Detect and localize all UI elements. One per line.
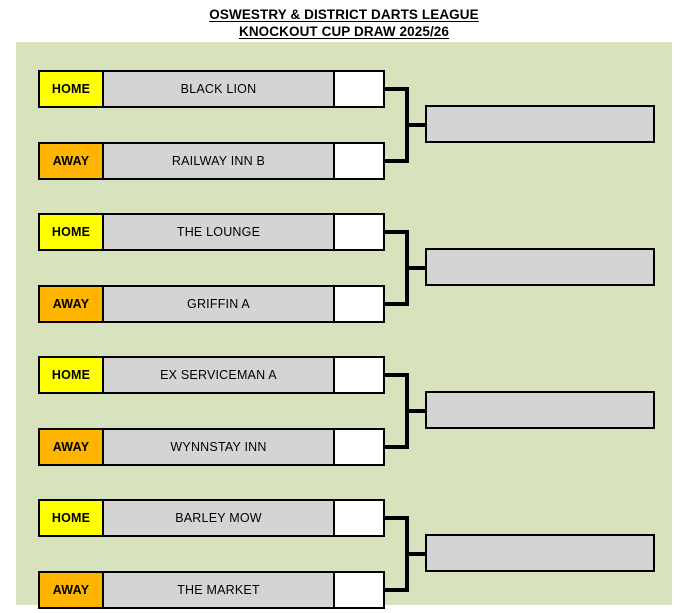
connector-stub-bottom-4 (385, 588, 409, 592)
team-name-home-2: THE LOUNGE (104, 213, 335, 251)
score-box-home-2[interactable] (335, 213, 385, 251)
connector-stub-mid-3 (405, 409, 427, 413)
team-name-home-4: BARLEY MOW (104, 499, 335, 537)
score-box-away-4[interactable] (335, 571, 385, 609)
team-name-away-3: WYNNSTAY INN (104, 428, 335, 466)
score-box-away-2[interactable] (335, 285, 385, 323)
side-label-away-2: AWAY (38, 285, 104, 323)
connector-stub-bottom-3 (385, 445, 409, 449)
bracket-group-1: HOME BLACK LION AWAY RAILWAY INN B (16, 56, 672, 180)
side-label-home-1: HOME (38, 70, 104, 108)
match-row-home-3: HOME EX SERVICEMAN A (38, 356, 385, 394)
title-line-competition: KNOCKOUT CUP DRAW 2025/26 (238, 24, 450, 39)
match-row-home-1: HOME BLACK LION (38, 70, 385, 108)
team-name-away-2: GRIFFIN A (104, 285, 335, 323)
connector-stub-top-2 (385, 230, 409, 234)
team-name-home-3: EX SERVICEMAN A (104, 356, 335, 394)
score-box-away-1[interactable] (335, 142, 385, 180)
side-label-home-2: HOME (38, 213, 104, 251)
team-name-home-1: BLACK LION (104, 70, 335, 108)
side-label-away-4: AWAY (38, 571, 104, 609)
knockout-draw-panel: HOME BLACK LION AWAY RAILWAY INN B HOME … (16, 42, 672, 609)
score-box-home-3[interactable] (335, 356, 385, 394)
bracket-group-2: HOME THE LOUNGE AWAY GRIFFIN A (16, 199, 672, 323)
connector-stub-mid-1 (405, 123, 427, 127)
score-box-home-1[interactable] (335, 70, 385, 108)
winner-box-4[interactable] (425, 534, 655, 572)
side-label-away-3: AWAY (38, 428, 104, 466)
score-box-away-3[interactable] (335, 428, 385, 466)
side-label-away-1: AWAY (38, 142, 104, 180)
connector-stub-bottom-2 (385, 302, 409, 306)
winner-box-2[interactable] (425, 248, 655, 286)
match-row-home-4: HOME BARLEY MOW (38, 499, 385, 537)
match-row-away-1: AWAY RAILWAY INN B (38, 142, 385, 180)
match-row-away-3: AWAY WYNNSTAY INN (38, 428, 385, 466)
connector-stub-mid-2 (405, 266, 427, 270)
team-name-away-1: RAILWAY INN B (104, 142, 335, 180)
team-name-away-4: THE MARKET (104, 571, 335, 609)
connector-stub-bottom-1 (385, 159, 409, 163)
side-label-home-3: HOME (38, 356, 104, 394)
page-title: OSWESTRY & DISTRICT DARTS LEAGUE KNOCKOU… (0, 6, 688, 40)
side-label-home-4: HOME (38, 499, 104, 537)
match-row-away-4: AWAY THE MARKET (38, 571, 385, 609)
match-row-away-2: AWAY GRIFFIN A (38, 285, 385, 323)
bracket-group-3: HOME EX SERVICEMAN A AWAY WYNNSTAY INN (16, 342, 672, 466)
connector-stub-top-3 (385, 373, 409, 377)
connector-stub-top-1 (385, 87, 409, 91)
connector-stub-mid-4 (405, 552, 427, 556)
title-line-league: OSWESTRY & DISTRICT DARTS LEAGUE (209, 7, 479, 22)
bracket-group-4: HOME BARLEY MOW AWAY THE MARKET (16, 485, 672, 609)
match-row-home-2: HOME THE LOUNGE (38, 213, 385, 251)
score-box-home-4[interactable] (335, 499, 385, 537)
winner-box-1[interactable] (425, 105, 655, 143)
winner-box-3[interactable] (425, 391, 655, 429)
connector-stub-top-4 (385, 516, 409, 520)
